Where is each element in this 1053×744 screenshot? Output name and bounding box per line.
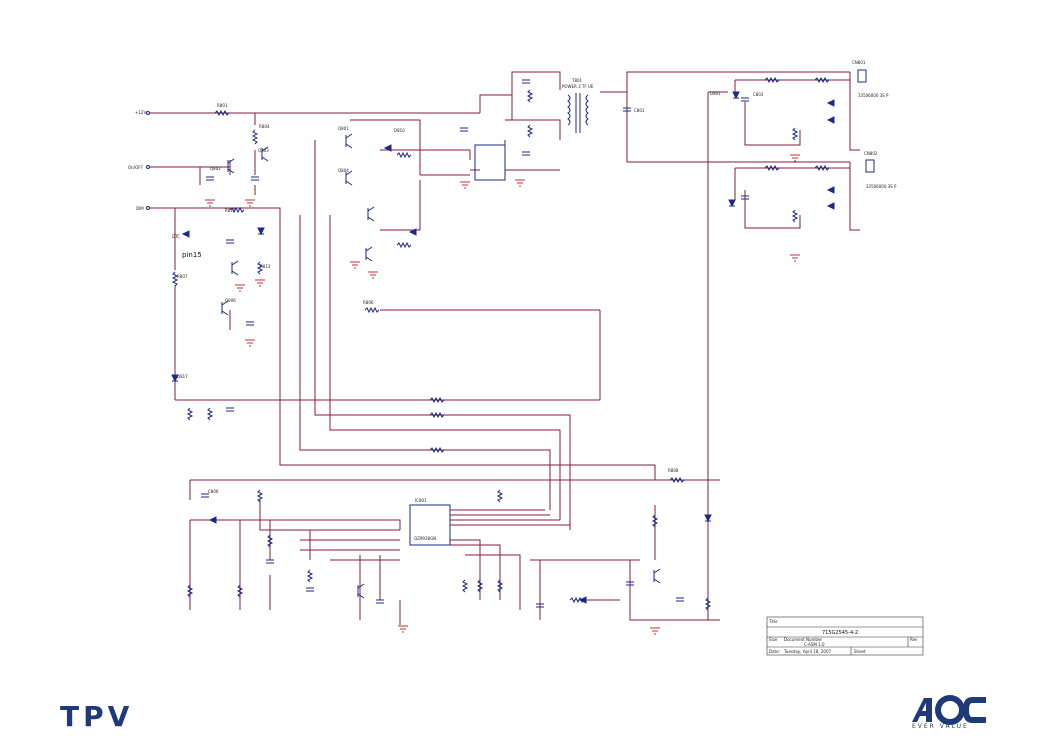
- net-dim: DIM: [136, 206, 144, 211]
- label-r807: R807: [177, 274, 188, 279]
- resistors: [171, 76, 830, 611]
- cn802-body: [865, 159, 875, 173]
- ic-801: [409, 504, 451, 546]
- tb-doc-label: Document Number: [784, 637, 822, 642]
- title-block: Title 715G2545-4-2 Size Document Number …: [766, 616, 924, 656]
- tb-date-label: Date:: [769, 649, 780, 654]
- label-ic801: IC801: [415, 498, 427, 503]
- label-r806: R806: [363, 300, 374, 305]
- diodes: [171, 91, 835, 604]
- label-r813: R813: [260, 264, 271, 269]
- transformer-t801: [567, 93, 589, 133]
- label-q806: Q806: [225, 298, 236, 303]
- label-c803: C803: [753, 92, 764, 97]
- tb-sheet-label: Sheet: [854, 649, 866, 654]
- tb-doc-value: C-ASM 1.0: [804, 642, 825, 647]
- net-onoff: On/OFF: [128, 165, 143, 170]
- connectors: [857, 69, 875, 173]
- tb-date-value: Tuesday, April 18, 2007: [783, 649, 831, 654]
- label-r808: R808: [668, 468, 679, 473]
- label-cn801-part: 33506000 3S P: [858, 93, 889, 98]
- label-d817: D817: [177, 374, 188, 379]
- label-q801: Q801: [338, 126, 349, 131]
- tb-rev-label: Rev: [910, 637, 918, 642]
- label-r804: R804: [259, 124, 270, 129]
- tb-title-value: 715G2545-4-2: [822, 630, 858, 636]
- ground-symbols: [205, 154, 800, 635]
- cn801-body: [857, 69, 867, 83]
- note-pin15: pin15: [182, 251, 202, 259]
- capacitors: [201, 79, 749, 608]
- ic-u802: [474, 144, 506, 181]
- label-c806: C806: [208, 489, 219, 494]
- label-t801: T801: [571, 78, 583, 83]
- component-labels: R801 R804 Q802 Q803 Q801 Q804 R811 R807 …: [177, 60, 897, 541]
- transistors: [221, 133, 661, 599]
- label-ic801-part: OZ9938GN: [414, 536, 436, 541]
- label-r801: R801: [217, 103, 228, 108]
- label-c801: C801: [634, 108, 645, 113]
- aoc-tagline: EVER VALUE: [912, 723, 969, 730]
- label-t801-part: POWER 3 TF UE: [562, 84, 594, 89]
- tpv-logo: TPV: [60, 700, 134, 733]
- label-q802: Q802: [210, 166, 221, 171]
- net-dtc: DTC: [172, 234, 180, 239]
- label-cn802: CN802: [864, 151, 878, 156]
- net-v12: +12V: [135, 110, 146, 115]
- label-r811: R811: [225, 208, 236, 213]
- net-labels: +12V On/OFF DIM DTC pin15: [128, 110, 202, 259]
- label-q804: Q804: [338, 168, 349, 173]
- label-cn802-part: 33506000 3S P: [866, 184, 897, 189]
- ic-blocks: [409, 144, 506, 546]
- label-d810: D810: [394, 128, 405, 133]
- aoc-logo: [912, 695, 986, 725]
- label-cn801: CN801: [852, 60, 866, 65]
- label-q803: Q803: [258, 148, 269, 153]
- tb-size-label: Size: [769, 637, 778, 642]
- tb-title-label: Title: [768, 619, 778, 624]
- label-d801: D801: [710, 91, 721, 96]
